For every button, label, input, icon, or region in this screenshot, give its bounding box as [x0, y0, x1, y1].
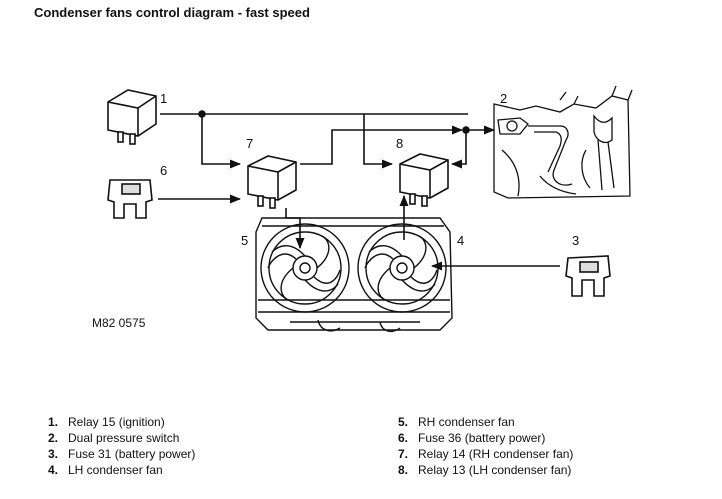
legend-number: 6. [398, 431, 409, 445]
legend-text: Relay 13 (LH condenser fan) [418, 463, 572, 477]
legend-item: 5. RH condenser fan [398, 414, 573, 430]
legend-number: 4. [48, 463, 59, 477]
legend-number: 7. [398, 447, 409, 461]
legend-number: 2. [48, 431, 59, 445]
legend-text: RH condenser fan [418, 415, 515, 429]
legend-text: LH condenser fan [68, 463, 163, 477]
relay-15-ignition [107, 89, 157, 145]
callout-8: 8 [396, 136, 403, 151]
callout-4: 4 [457, 233, 464, 248]
legend-item: 1. Relay 15 (ignition) [48, 414, 195, 430]
legend-text: Dual pressure switch [68, 431, 180, 445]
legend-number: 3. [48, 447, 59, 461]
legend-number: 1. [48, 415, 59, 429]
callout-2: 2 [500, 91, 507, 106]
legend-item: 8. Relay 13 (LH condenser fan) [398, 462, 573, 478]
legend-left: 1. Relay 15 (ignition) 2. Dual pressure sw… [48, 414, 195, 478]
dual-pressure-switch [493, 85, 633, 199]
legend-item: 3. Fuse 31 (battery power) [48, 446, 195, 462]
legend-text: Relay 14 (RH condenser fan) [418, 447, 574, 461]
fuse-36 [107, 179, 153, 219]
condenser-fans-assembly [255, 217, 453, 333]
legend-text: Relay 15 (ignition) [68, 415, 165, 429]
fuse-31 [565, 255, 611, 297]
lh-condenser-fan [260, 223, 350, 313]
legend-text: Fuse 31 (battery power) [68, 447, 196, 461]
callout-3: 3 [572, 233, 579, 248]
callout-7: 7 [246, 136, 253, 151]
legend-item: 4. LH condenser fan [48, 462, 195, 478]
relay-13-lh-fan [399, 153, 449, 207]
legend-item: 6. Fuse 36 (battery power) [398, 430, 573, 446]
wiring-lines [158, 110, 560, 271]
callout-1: 1 [160, 91, 167, 106]
diagram-title: Condenser fans control diagram - fast sp… [34, 5, 310, 20]
legend-item: 2. Dual pressure switch [48, 430, 195, 446]
relay-14-rh-fan [247, 155, 297, 209]
callout-5: 5 [241, 233, 248, 248]
legend-number: 8. [398, 463, 409, 477]
callout-6: 6 [160, 163, 167, 178]
legend-item: 7. Relay 14 (RH condenser fan) [398, 446, 573, 462]
legend-text: Fuse 36 (battery power) [418, 431, 546, 445]
legend-right: 5. RH condenser fan 6. Fuse 36 (battery po… [398, 414, 573, 478]
figure-reference: M82 0575 [92, 316, 146, 330]
legend-number: 5. [398, 415, 409, 429]
